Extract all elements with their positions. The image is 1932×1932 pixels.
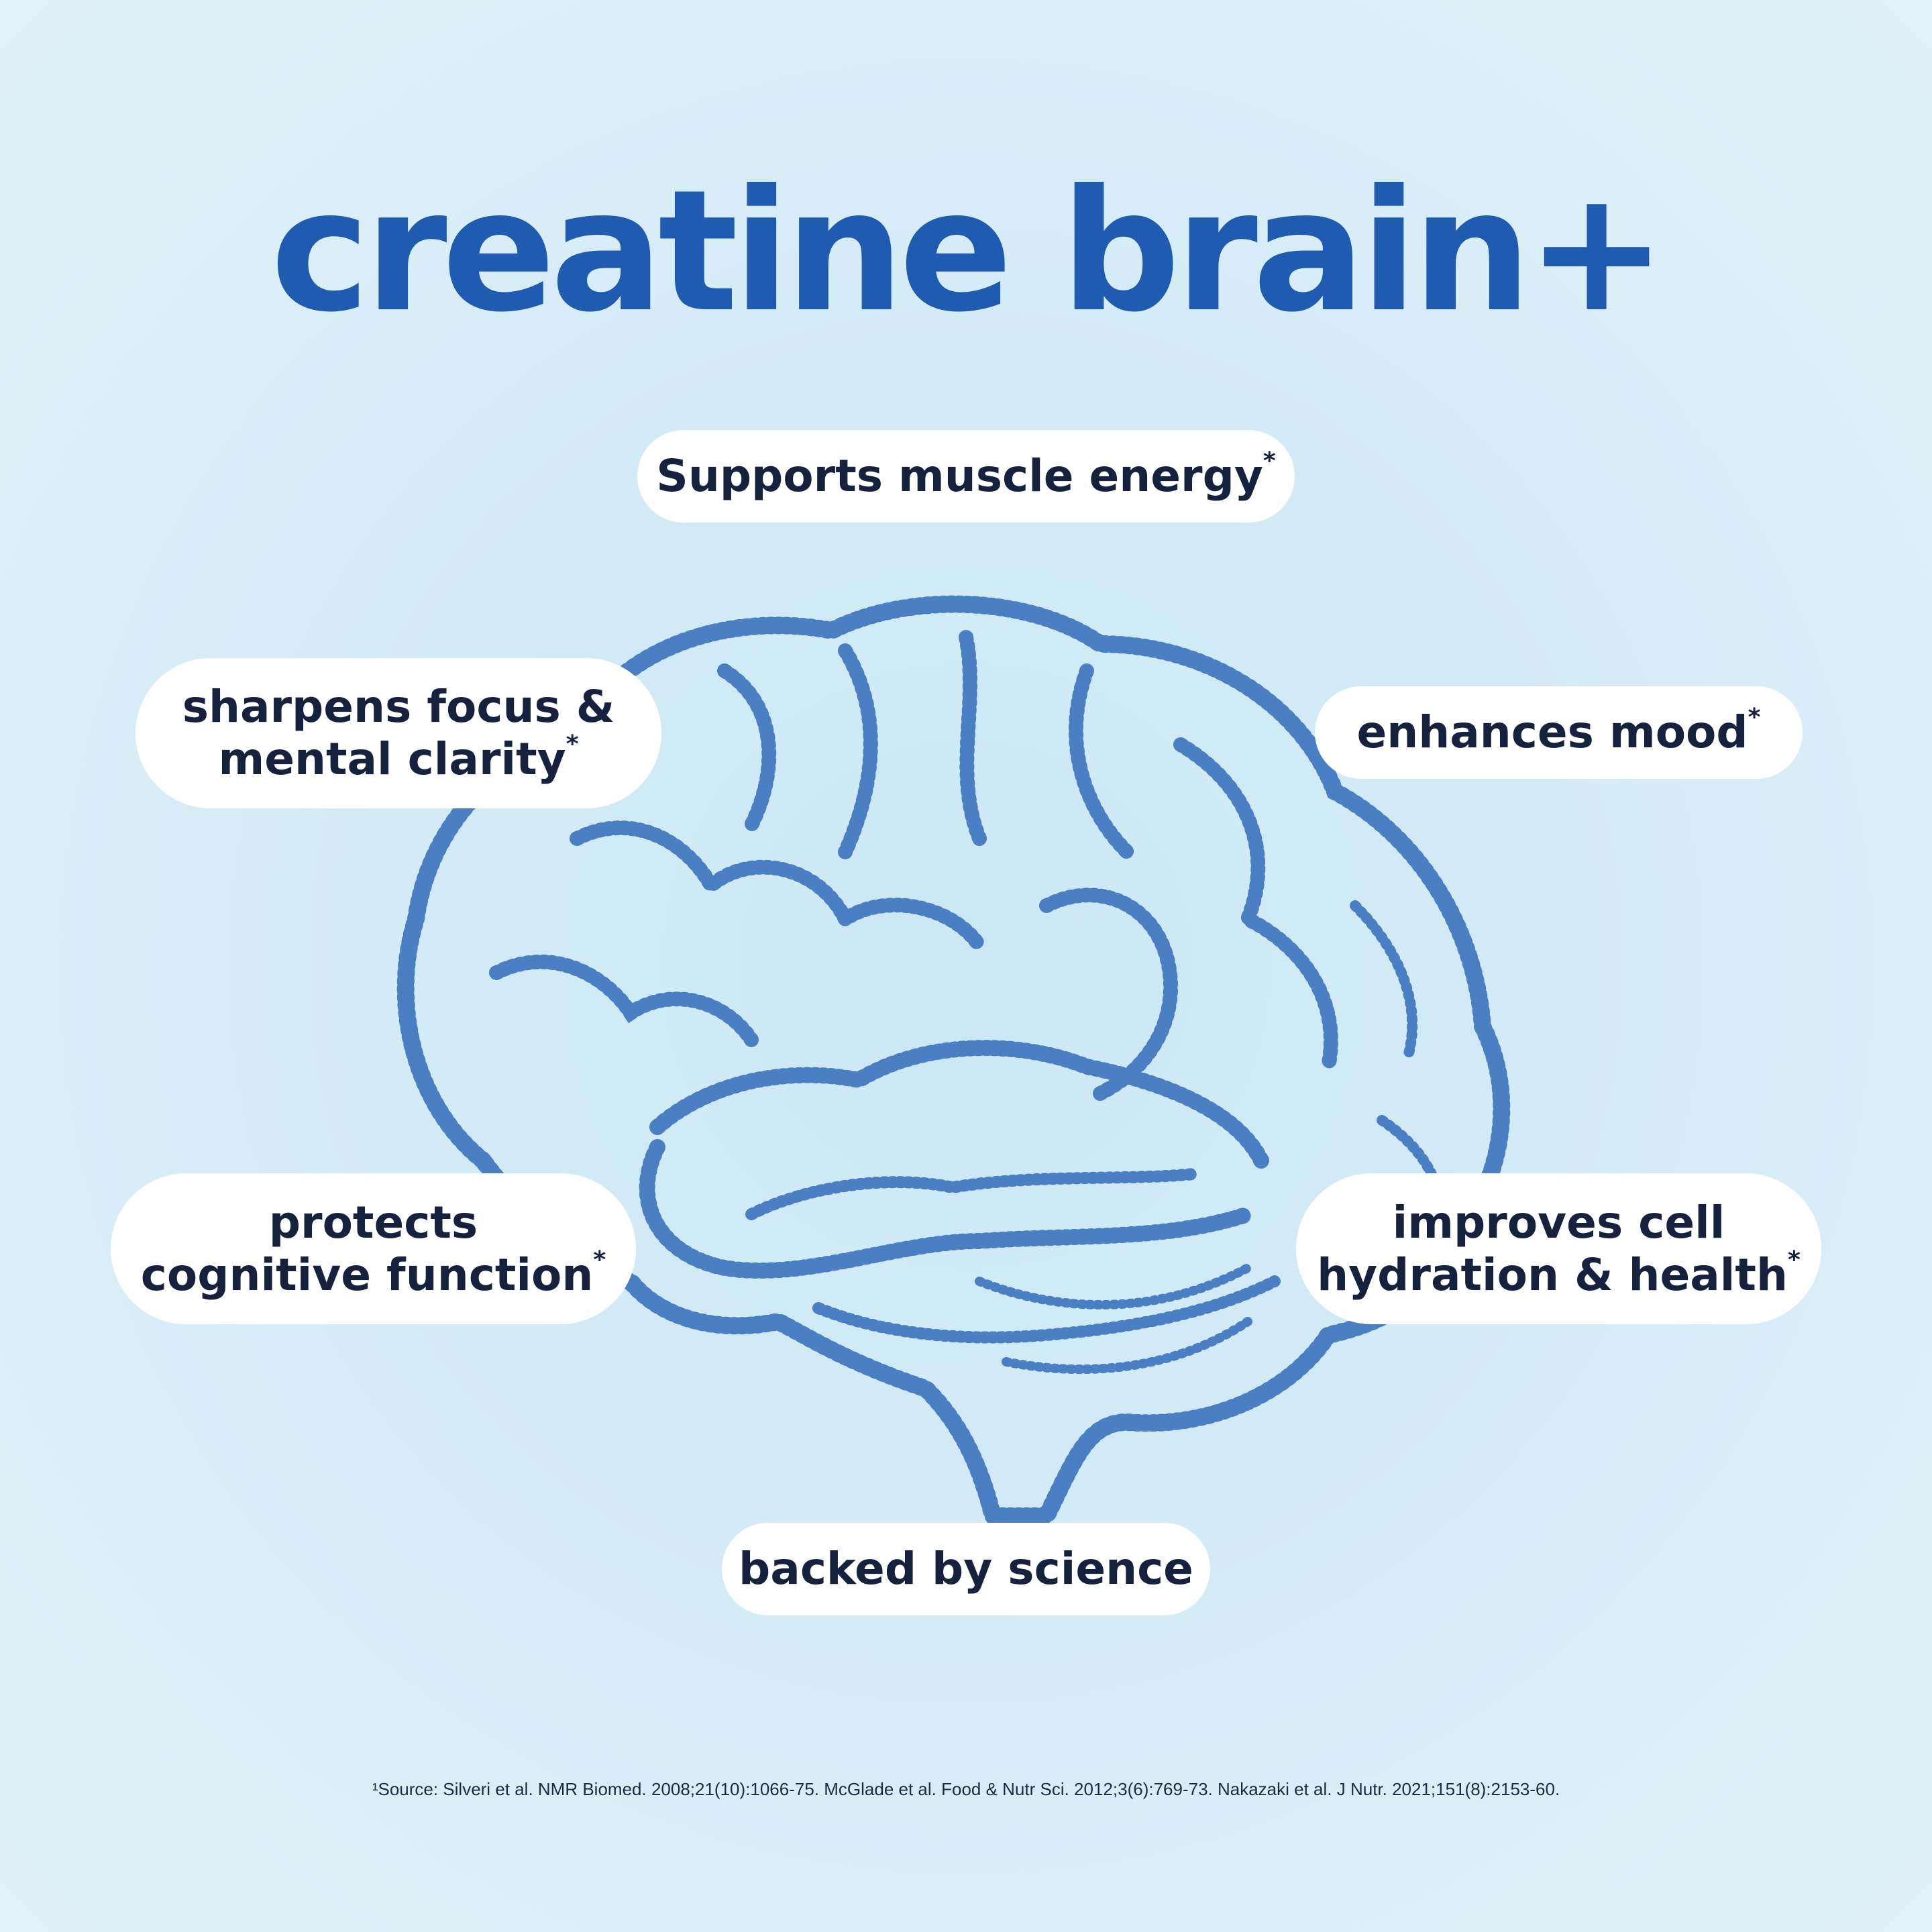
benefit-focus: sharpens focus &mental clarity* — [136, 658, 661, 808]
benefit-mood: enhances mood* — [1315, 686, 1803, 779]
asterisk: * — [1787, 1246, 1801, 1274]
benefit-text-line1: sharpens focus & — [182, 681, 615, 733]
benefit-muscle-energy: Supports muscle energy* — [637, 430, 1295, 523]
brain-illustration — [396, 595, 1511, 1525]
benefit-text-line2: hydration & health — [1317, 1248, 1788, 1301]
asterisk: * — [566, 731, 579, 758]
asterisk: * — [593, 1246, 606, 1274]
benefit-science: backed by science — [722, 1523, 1210, 1615]
benefit-text-line1: improves cell — [1392, 1196, 1725, 1248]
asterisk: * — [1263, 447, 1276, 476]
benefit-text: enhances mood — [1356, 706, 1748, 759]
benefit-text-line1: protects — [268, 1196, 478, 1248]
asterisk: * — [1748, 704, 1761, 732]
benefit-text: Supports muscle energy — [656, 450, 1263, 502]
benefit-text-line2: cognitive function — [140, 1248, 594, 1301]
source-footnote: ¹Source: Silveri et al. NMR Biomed. 2008… — [372, 1779, 1560, 1799]
page-title: creatine brain+ — [270, 154, 1667, 349]
benefit-text-line2: mental clarity — [218, 733, 566, 785]
benefit-text: backed by science — [739, 1543, 1193, 1595]
